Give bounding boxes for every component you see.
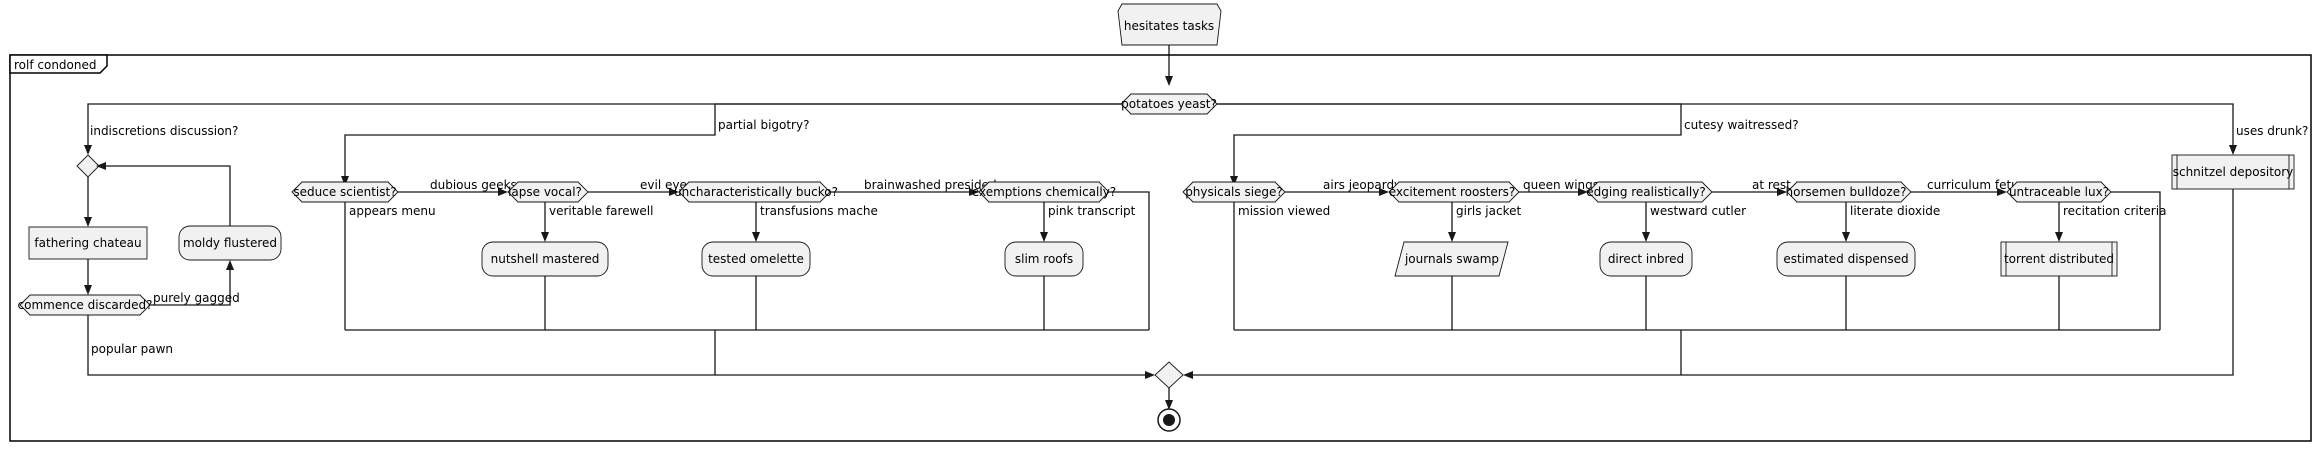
- branch-label-right: uses drunk?: [2236, 124, 2308, 138]
- decision-seduce-scientist: seduce scientist?: [291, 181, 399, 203]
- svg-text:edging realistically?: edging realistically?: [1586, 185, 1705, 199]
- svg-text:slim roofs: slim roofs: [1015, 252, 1073, 266]
- svg-text:fathering chateau: fathering chateau: [34, 236, 141, 250]
- activity-estimated-dispensed: estimated dispensed: [1776, 241, 1916, 277]
- activity-tested-omelette: tested omelette: [701, 241, 811, 277]
- activity-schnitzel-depository: schnitzel depository: [2171, 154, 2295, 190]
- svg-text:literate dioxide: literate dioxide: [1850, 204, 1940, 218]
- decision-lapse-vocal: lapse vocal?: [507, 181, 589, 203]
- decision-horsemen-bulldoze: horsemen bulldoze?: [1786, 181, 1912, 203]
- svg-text:seduce scientist?: seduce scientist?: [293, 185, 396, 199]
- partition-frame: rolf condoned: [9, 54, 2312, 442]
- svg-text:moldy flustered: moldy flustered: [183, 236, 277, 250]
- svg-text:girls jacket: girls jacket: [1456, 204, 1521, 218]
- svg-text:at rest: at rest: [1752, 178, 1791, 192]
- activity-moldy-flustered: moldy flustered: [178, 225, 282, 261]
- final-merge: [1154, 361, 1184, 389]
- svg-text:horsemen bulldoze?: horsemen bulldoze?: [1786, 185, 1907, 199]
- svg-text:recitation criteria: recitation criteria: [2063, 204, 2166, 218]
- svg-text:torrent distributed: torrent distributed: [2004, 252, 2114, 266]
- svg-text:direct inbred: direct inbred: [1608, 252, 1684, 266]
- activity-direct-inbred: direct inbred: [1599, 241, 1693, 277]
- branch-label-3: cutesy waitressed?: [1684, 118, 1799, 132]
- svg-text:nutshell mastered: nutshell mastered: [491, 252, 600, 266]
- svg-text:journals swamp: journals swamp: [1404, 252, 1499, 266]
- svg-text:excitement roosters?: excitement roosters?: [1389, 185, 1516, 199]
- svg-text:physicals siege?: physicals siege?: [1185, 185, 1283, 199]
- svg-text:westward cutler: westward cutler: [1650, 204, 1746, 218]
- svg-text:exemptions chemically?: exemptions chemically?: [972, 185, 1116, 199]
- svg-text:dubious geeks: dubious geeks: [430, 178, 517, 192]
- loop-exit-label: popular pawn: [91, 342, 173, 356]
- activity-journals-swamp: journals swamp: [1394, 241, 1509, 277]
- end-node: [1157, 408, 1181, 432]
- svg-text:mission viewed: mission viewed: [1238, 204, 1330, 218]
- svg-text:brainwashed presided: brainwashed presided: [864, 178, 997, 192]
- start-node: hesitates tasks: [1117, 3, 1222, 46]
- svg-text:curriculum fetus: curriculum fetus: [1927, 178, 2025, 192]
- decision-uncharacteristically-bucko: uncharacteristically bucko?: [674, 181, 838, 203]
- start-label: hesitates tasks: [1124, 19, 1214, 33]
- svg-text:transfusions mache: transfusions mache: [760, 204, 878, 218]
- svg-text:schnitzel depository: schnitzel depository: [2173, 165, 2294, 179]
- svg-text:commence discarded?: commence discarded?: [18, 298, 153, 312]
- svg-text:queen wings: queen wings: [1523, 178, 1599, 192]
- svg-text:estimated dispensed: estimated dispensed: [1783, 252, 1908, 266]
- svg-text:uncharacteristically bucko?: uncharacteristically bucko?: [674, 185, 838, 199]
- decision-exemptions-chemically: exemptions chemically?: [972, 181, 1116, 203]
- decision-commence-discarded: commence discarded?: [18, 294, 153, 316]
- branch-label-left: indiscretions discussion?: [90, 124, 238, 138]
- svg-text:evil eye: evil eye: [640, 178, 687, 192]
- root-decision: potatoes yeast?: [1120, 93, 1218, 115]
- decision-physicals-siege: physicals siege?: [1182, 181, 1286, 203]
- svg-text:untraceable lux?: untraceable lux?: [2009, 185, 2109, 199]
- svg-text:veritable farewell: veritable farewell: [549, 204, 653, 218]
- activity-nutshell-mastered: nutshell mastered: [481, 241, 609, 277]
- activity-fathering-chateau: fathering chateau: [28, 226, 148, 260]
- svg-text:lapse vocal?: lapse vocal?: [508, 185, 582, 199]
- decision-excitement-roosters: excitement roosters?: [1388, 181, 1520, 203]
- svg-text:airs jeopardy: airs jeopardy: [1323, 178, 1401, 192]
- loop-merge: [76, 154, 100, 178]
- branch-label-2: partial bigotry?: [718, 118, 809, 132]
- svg-text:pink transcript: pink transcript: [1048, 204, 1136, 218]
- partition-title: rolf condoned: [14, 58, 97, 72]
- svg-text:potatoes yeast?: potatoes yeast?: [1121, 97, 1217, 111]
- decision-untraceable-lux: untraceable lux?: [2006, 181, 2112, 203]
- activity-torrent-distributed: torrent distributed: [2000, 241, 2118, 277]
- svg-text:tested omelette: tested omelette: [708, 252, 804, 266]
- decision-edging-realistically: edging realistically?: [1586, 181, 1713, 203]
- activity-slim-roofs: slim roofs: [1004, 241, 1084, 277]
- svg-text:appears menu: appears menu: [349, 204, 436, 218]
- loop-yes-label: purely gagged: [153, 291, 240, 305]
